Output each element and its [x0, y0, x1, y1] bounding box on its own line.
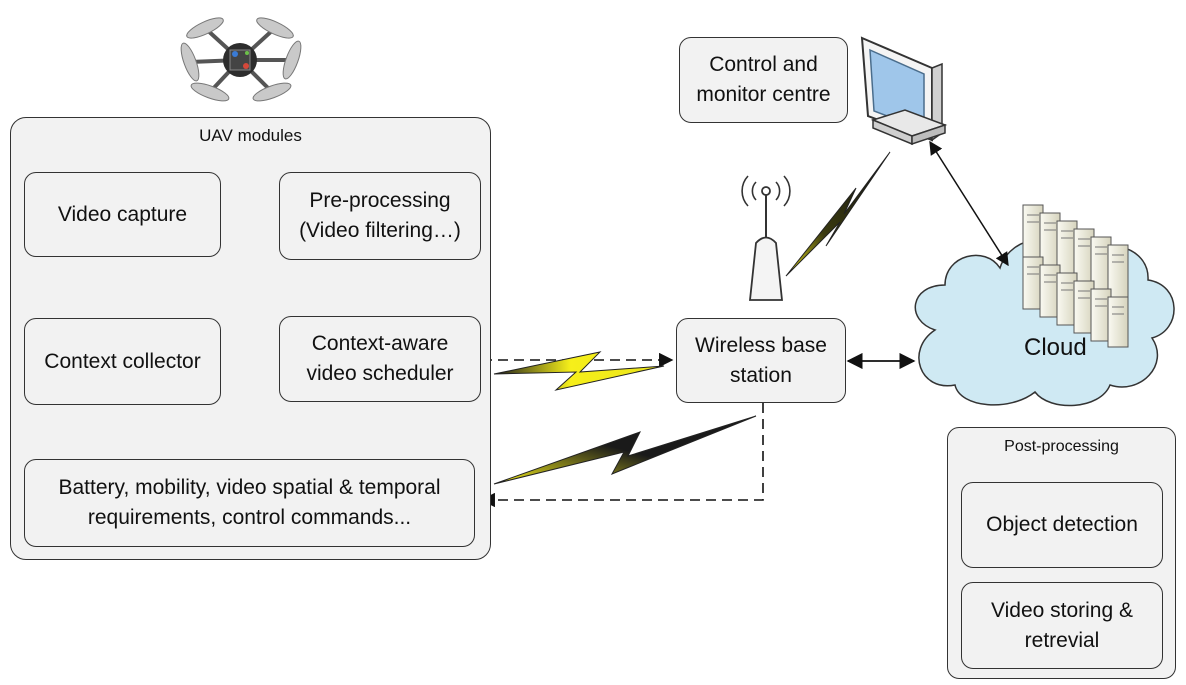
lightning-uplink [493, 351, 665, 391]
object-detection-box: Object detection [961, 482, 1163, 568]
server-rack-icon [1022, 204, 1129, 348]
wireless-base-station-box: Wireless base station [676, 318, 846, 403]
dashed-links [480, 352, 764, 508]
requirements-box: Battery, mobility, video spatial & tempo… [24, 459, 475, 547]
control-monitor-centre-box: Control and monitor centre [679, 37, 848, 123]
uav-modules-title: UAV modules [199, 126, 302, 145]
lightning-link-icon [493, 151, 891, 485]
video-scheduler-box: Context-aware video scheduler [279, 316, 481, 402]
antenna-icon [741, 175, 791, 301]
monitor-icon [860, 36, 948, 146]
lightning-downlink [493, 415, 757, 485]
arrow-monitor-cloud [929, 140, 1009, 267]
pre-processing-box: Pre-processing (Video filtering…) [279, 172, 481, 260]
video-storing-box: Video storing & retrevial [961, 582, 1163, 669]
context-collector-box: Context collector [24, 318, 221, 405]
post-processing-title: Post-processing [1004, 438, 1119, 455]
lightning-antenna-monitor [785, 151, 891, 277]
cloud-label: Cloud [1024, 334, 1087, 361]
video-capture-box: Video capture [24, 172, 221, 257]
dashed-basestation-to-requirements [480, 403, 764, 508]
drone-icon [180, 17, 302, 102]
